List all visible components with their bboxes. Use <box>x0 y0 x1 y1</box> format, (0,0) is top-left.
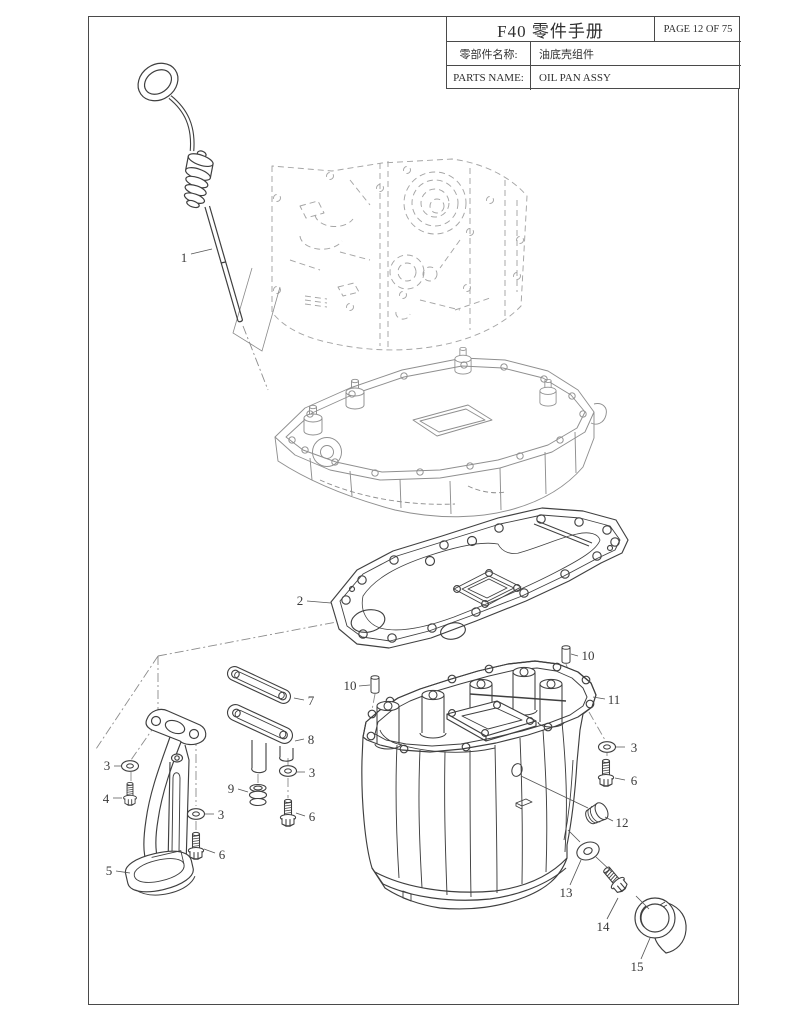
callout-3d: 3 <box>631 740 638 755</box>
callout-10a: 10 <box>344 678 357 693</box>
bolt-6-right <box>597 758 615 787</box>
washer-13 <box>576 841 600 861</box>
callout-9: 9 <box>228 781 235 796</box>
leader-lines <box>113 248 651 960</box>
washer-3-baffle <box>278 765 298 777</box>
part-name-value-en: OIL PAN ASSY <box>539 72 611 84</box>
callout-2: 2 <box>297 593 304 608</box>
callout-13: 13 <box>560 885 573 900</box>
baffle-plates-drawing <box>226 666 294 807</box>
engine-block-drawing <box>271 158 528 351</box>
upper-pan-drawing <box>274 346 607 518</box>
oil-pan-drawing <box>361 660 597 910</box>
callout-15: 15 <box>631 959 644 974</box>
gasket-drawing <box>330 507 629 649</box>
callout-labels: 1 2 3 4 5 3 6 7 8 3 9 6 10 10 11 3 6 12 … <box>103 250 644 974</box>
drain-chain-leaders <box>520 775 650 910</box>
callout-8: 8 <box>308 732 315 747</box>
callout-3c: 3 <box>309 765 316 780</box>
page-title: F40 零件手册 <box>447 17 654 42</box>
callout-11: 11 <box>608 692 621 707</box>
callout-1: 1 <box>181 250 188 265</box>
callout-4: 4 <box>103 791 110 806</box>
washer-3-left <box>120 760 140 772</box>
dipstick-drawing <box>137 62 244 323</box>
plug-12 <box>585 802 609 825</box>
callout-5: 5 <box>106 863 113 878</box>
callout-3b: 3 <box>218 807 225 822</box>
callout-3a: 3 <box>104 758 111 773</box>
pickup-tube-drawing <box>124 708 207 896</box>
section-plane <box>232 267 281 352</box>
callout-7: 7 <box>308 693 315 708</box>
part-name-label-cn: 零部件名称: <box>447 42 531 66</box>
cap-15 <box>634 897 687 954</box>
bolt-4 <box>123 782 137 806</box>
callout-6d: 6 <box>631 773 638 788</box>
fasteners <box>120 645 687 954</box>
part-name-value-cn: 油底壳组件 <box>531 42 741 66</box>
washer-3-right <box>597 741 617 753</box>
bolt-6-center <box>187 831 205 860</box>
callout-6c: 6 <box>309 809 316 824</box>
callout-10b: 10 <box>582 648 595 663</box>
callout-6b: 6 <box>219 847 226 862</box>
grommet-9 <box>248 783 268 807</box>
bolt-14 <box>598 862 631 896</box>
washer-3-center <box>186 808 206 820</box>
callout-12: 12 <box>616 815 629 830</box>
stud-10-right <box>561 645 571 664</box>
title-block: F40 零件手册 PAGE 12 OF 75 零部件名称: 油底壳组件 PART… <box>446 16 741 90</box>
stud-10-left <box>370 675 380 694</box>
bolt-6-baffle <box>279 798 297 827</box>
page-number: PAGE 12 OF 75 <box>654 17 741 42</box>
callout-14: 14 <box>597 919 611 934</box>
page-border <box>88 16 739 1005</box>
part-name-label-en: PARTS NAME: <box>447 66 531 90</box>
